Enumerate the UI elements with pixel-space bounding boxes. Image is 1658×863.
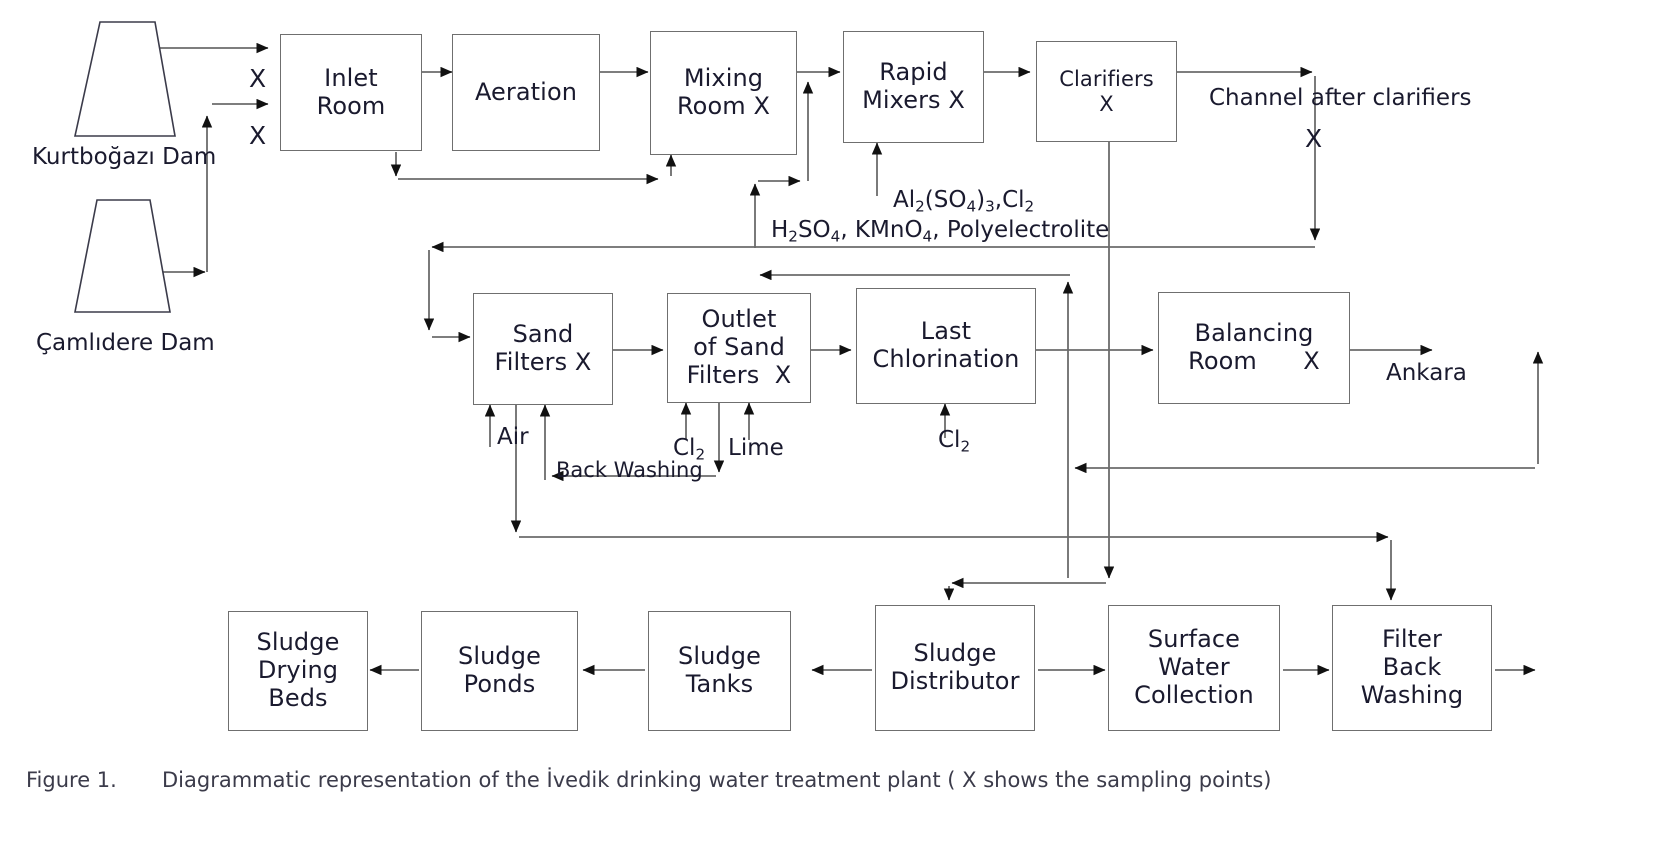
- box-aeration[interactable]: Aeration: [452, 34, 600, 151]
- cl2-chlorination-label: Cl2: [938, 427, 971, 456]
- figure-caption: Diagrammatic representation of the İvedi…: [162, 768, 1272, 792]
- channel-after-clarifiers-label: Channel after clarifiers: [1209, 85, 1472, 111]
- sampling-point-channel: X: [1305, 124, 1323, 153]
- back-washing-label: Back Washing: [556, 458, 703, 482]
- lime-label: Lime: [728, 435, 784, 461]
- camlidere-dam-label: Çamlıdere Dam: [36, 330, 215, 356]
- ankara-label: Ankara: [1386, 360, 1467, 386]
- air-label: Air: [497, 424, 529, 450]
- chem-label-rapid-mixers: Al2(SO4)3,Cl2: [893, 187, 1035, 216]
- chem-label-mixing-room: H2SO4, KMnO4, Polyelectrolite: [771, 217, 1110, 246]
- kurtbogazi-dam-label: Kurtboğazı Dam: [32, 144, 217, 170]
- box-aeration-label: Aeration: [474, 77, 578, 106]
- camlidere-dam-shape: [74, 199, 171, 313]
- figure-number: Figure 1.: [26, 768, 117, 792]
- sampling-point-inlet-top: X: [249, 64, 267, 93]
- kurtbogazi-dam-shape: [74, 21, 176, 137]
- cl2-sand-label: Cl2: [673, 435, 706, 464]
- sampling-point-inlet-bottom: X: [249, 121, 267, 150]
